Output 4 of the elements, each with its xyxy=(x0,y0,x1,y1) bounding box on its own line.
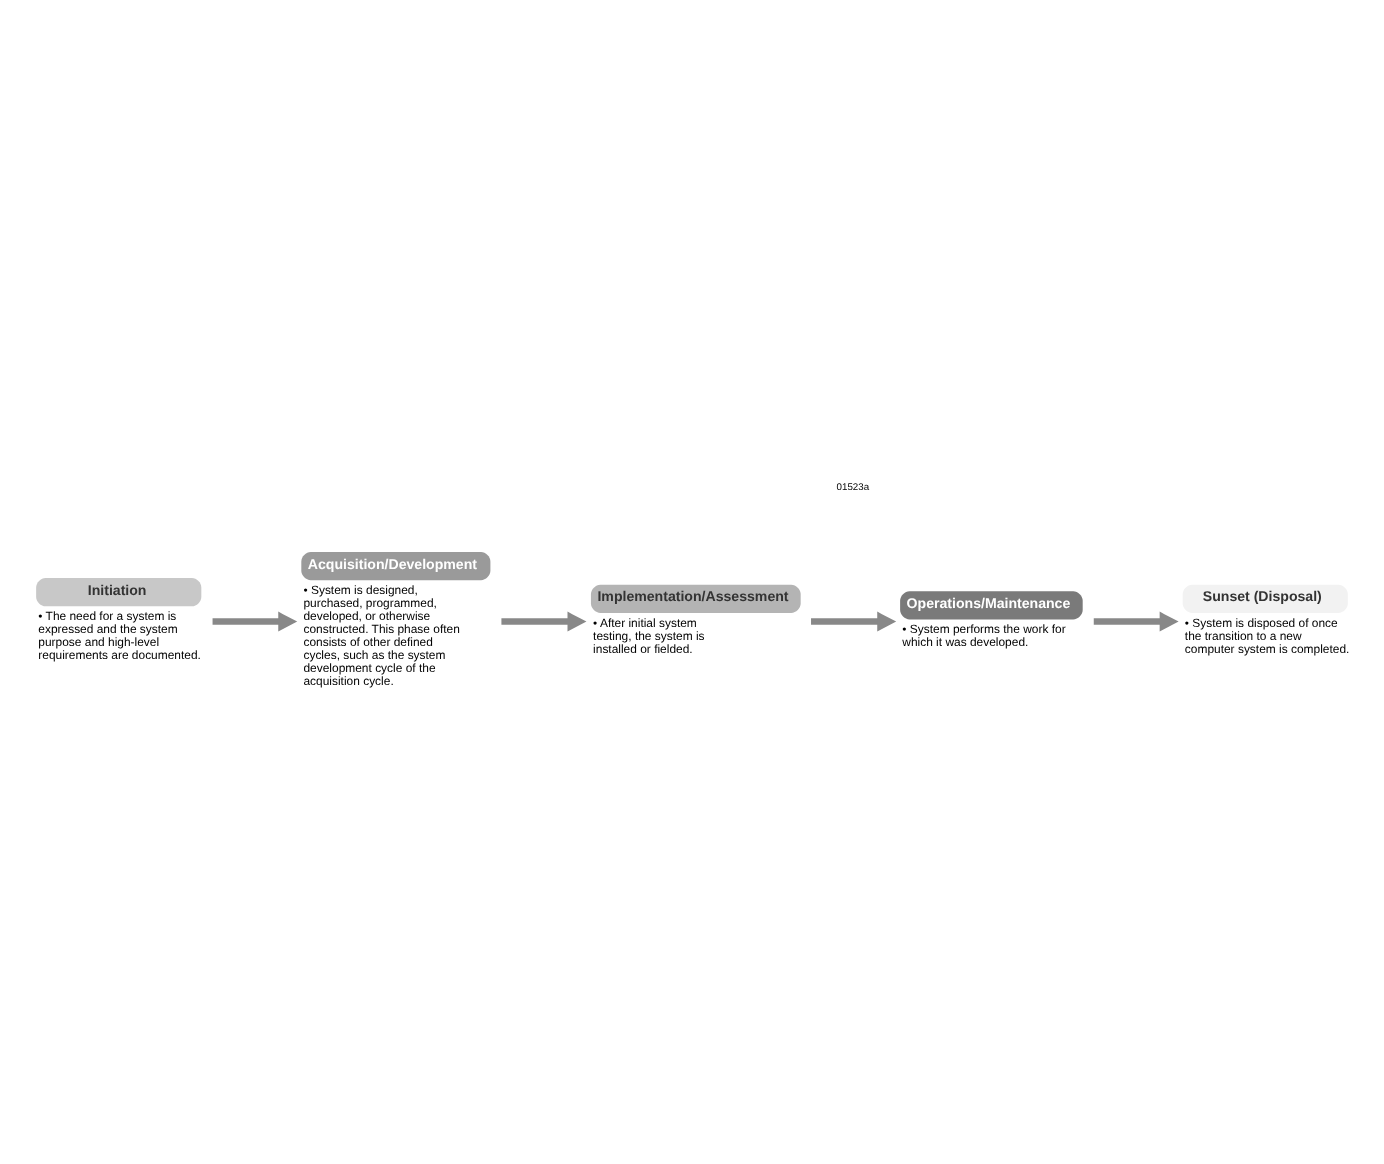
arrow xyxy=(501,610,587,631)
arrow xyxy=(811,610,897,631)
arrow xyxy=(1093,610,1179,631)
arrow xyxy=(212,610,298,631)
